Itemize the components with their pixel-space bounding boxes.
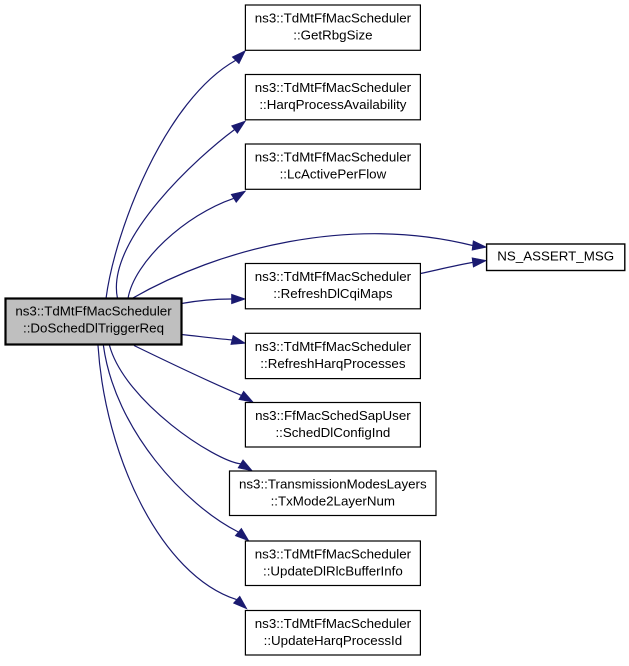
- svg-text:::GetRbgSize: ::GetRbgSize: [293, 28, 372, 43]
- svg-text:ns3::TdMtFfMacScheduler: ns3::TdMtFfMacScheduler: [255, 80, 412, 95]
- svg-text:::SchedDlConfigInd: ::SchedDlConfigInd: [275, 425, 390, 440]
- svg-text:ns3::TdMtFfMacScheduler: ns3::TdMtFfMacScheduler: [255, 11, 412, 26]
- svg-text:::DoSchedDlTriggerReq: ::DoSchedDlTriggerReq: [23, 321, 164, 336]
- svg-text:ns3::FfMacSchedSapUser: ns3::FfMacSchedSapUser: [255, 408, 411, 423]
- svg-text:NS_ASSERT_MSG: NS_ASSERT_MSG: [497, 249, 614, 264]
- svg-text:ns3::TdMtFfMacScheduler: ns3::TdMtFfMacScheduler: [255, 269, 412, 284]
- svg-text:ns3::TdMtFfMacScheduler: ns3::TdMtFfMacScheduler: [255, 547, 412, 562]
- svg-text:::UpdateDlRlcBufferInfo: ::UpdateDlRlcBufferInfo: [263, 564, 403, 579]
- svg-text:ns3::TransmissionModesLayers: ns3::TransmissionModesLayers: [239, 477, 427, 492]
- svg-text:::HarqProcessAvailability: ::HarqProcessAvailability: [259, 97, 406, 112]
- svg-text:::RefreshHarqProcesses: ::RefreshHarqProcesses: [260, 356, 406, 371]
- svg-text:::LcActivePerFlow: ::LcActivePerFlow: [280, 167, 387, 182]
- svg-text:::TxMode2LayerNum: ::TxMode2LayerNum: [271, 494, 395, 509]
- svg-text:ns3::TdMtFfMacScheduler: ns3::TdMtFfMacScheduler: [15, 303, 172, 318]
- svg-text:ns3::TdMtFfMacScheduler: ns3::TdMtFfMacScheduler: [255, 616, 412, 631]
- svg-text:::UpdateHarqProcessId: ::UpdateHarqProcessId: [264, 633, 403, 648]
- svg-text:ns3::TdMtFfMacScheduler: ns3::TdMtFfMacScheduler: [255, 339, 412, 354]
- svg-text:ns3::TdMtFfMacScheduler: ns3::TdMtFfMacScheduler: [255, 150, 412, 165]
- svg-text:::RefreshDlCqiMaps: ::RefreshDlCqiMaps: [273, 286, 393, 301]
